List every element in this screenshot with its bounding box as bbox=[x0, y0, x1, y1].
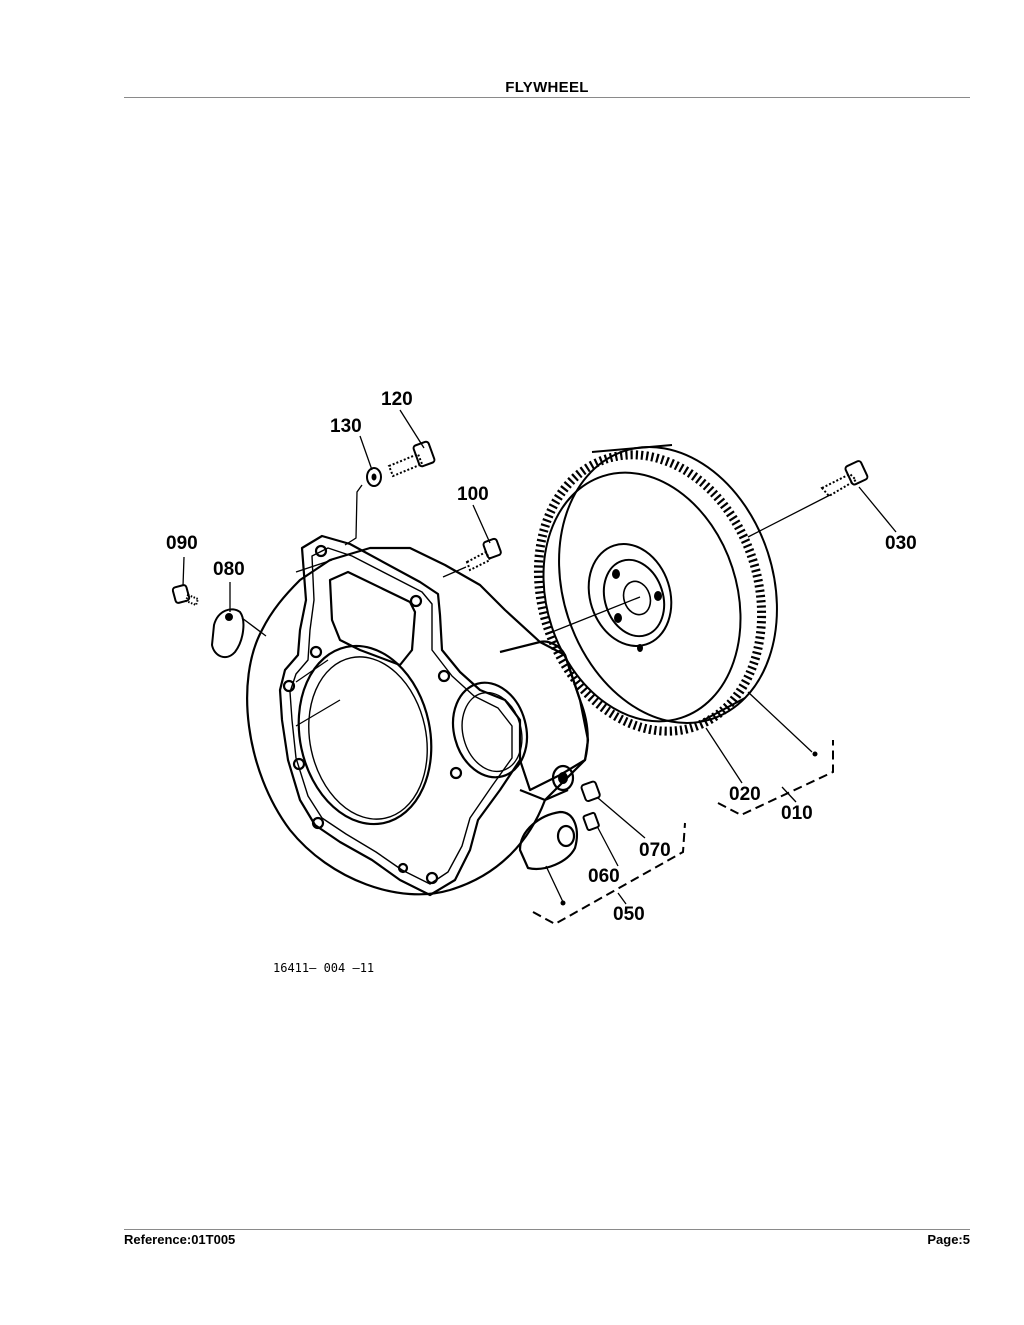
dashed-brackets bbox=[532, 740, 834, 926]
header-rule bbox=[124, 97, 970, 98]
flywheel bbox=[533, 444, 778, 736]
callout-010: 010 bbox=[781, 803, 813, 824]
drawing-number: 16411– 004 –11 bbox=[273, 961, 374, 975]
callout-060: 060 bbox=[588, 866, 620, 887]
ref-dot-010 bbox=[812, 751, 818, 757]
footer-rule bbox=[124, 1229, 970, 1230]
reference-code: Reference:01T005 bbox=[124, 1232, 236, 1247]
bolt-100 bbox=[465, 537, 502, 572]
leader-lines bbox=[182, 409, 897, 905]
bolt-120 bbox=[387, 440, 436, 478]
washer-130 bbox=[366, 467, 382, 487]
plug-070 bbox=[580, 780, 601, 803]
callout-130: 130 bbox=[330, 416, 362, 437]
pin-060 bbox=[582, 811, 600, 832]
callout-080: 080 bbox=[213, 559, 245, 580]
callout-050: 050 bbox=[613, 904, 645, 925]
callout-090: 090 bbox=[166, 533, 198, 554]
callout-030: 030 bbox=[885, 533, 917, 554]
callout-070: 070 bbox=[639, 840, 671, 861]
ref-dot-050 bbox=[560, 900, 566, 906]
page-number: Page:5 bbox=[927, 1232, 970, 1247]
callout-020: 020 bbox=[729, 784, 761, 805]
flywheel-housing bbox=[246, 534, 590, 897]
callout-100: 100 bbox=[457, 484, 489, 505]
page-title: FLYWHEEL bbox=[505, 79, 589, 96]
callout-120: 120 bbox=[381, 389, 413, 410]
plug-090 bbox=[171, 584, 200, 607]
bolt-030 bbox=[820, 460, 869, 498]
cover-080 bbox=[210, 608, 245, 659]
